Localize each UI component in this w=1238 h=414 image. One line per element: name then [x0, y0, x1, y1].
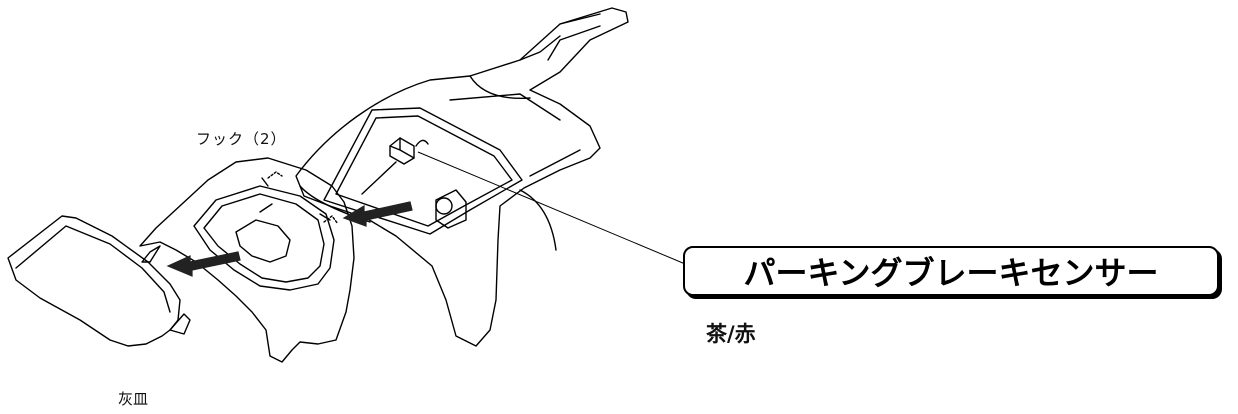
- leader-line: [417, 151, 691, 267]
- sensor-connector: [361, 137, 429, 195]
- sensor-label: パーキングブレーキセンサー: [743, 254, 1159, 292]
- wire-color-label: 茶/赤: [706, 322, 756, 346]
- ashtray-label: 灰皿: [118, 390, 149, 408]
- ashtray-lid: [7, 215, 191, 347]
- removal-arrows: [166, 201, 413, 277]
- hook-label: フック（2）: [196, 130, 287, 148]
- bezel-trim: [139, 157, 355, 363]
- console-housing: [295, 7, 629, 347]
- arrow-ashtray: [166, 251, 241, 277]
- arrow-bezel: [342, 201, 413, 227]
- sensor-callout-box: パーキングブレーキセンサー: [683, 246, 1219, 296]
